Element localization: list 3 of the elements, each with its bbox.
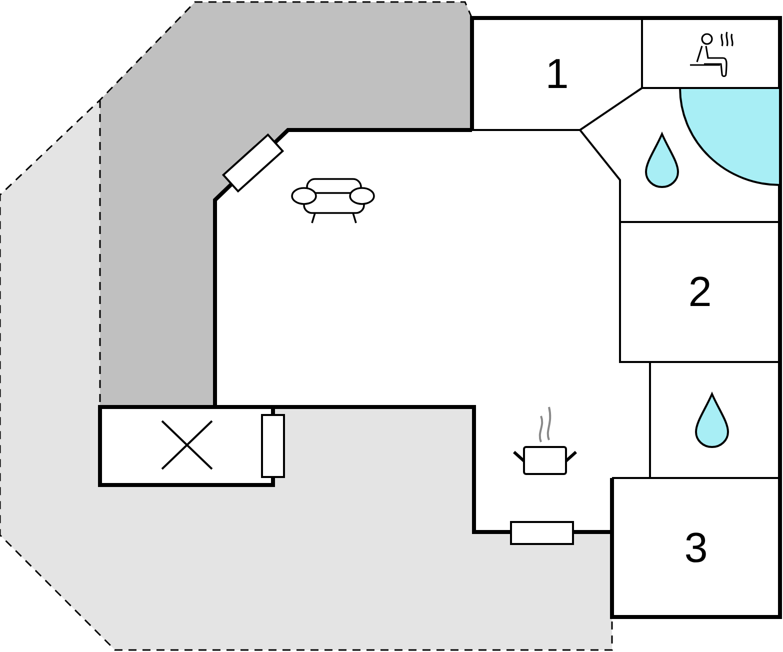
room-number: 2 (688, 271, 712, 313)
room-number: 3 (684, 526, 708, 568)
room-number: 1 (545, 53, 569, 95)
